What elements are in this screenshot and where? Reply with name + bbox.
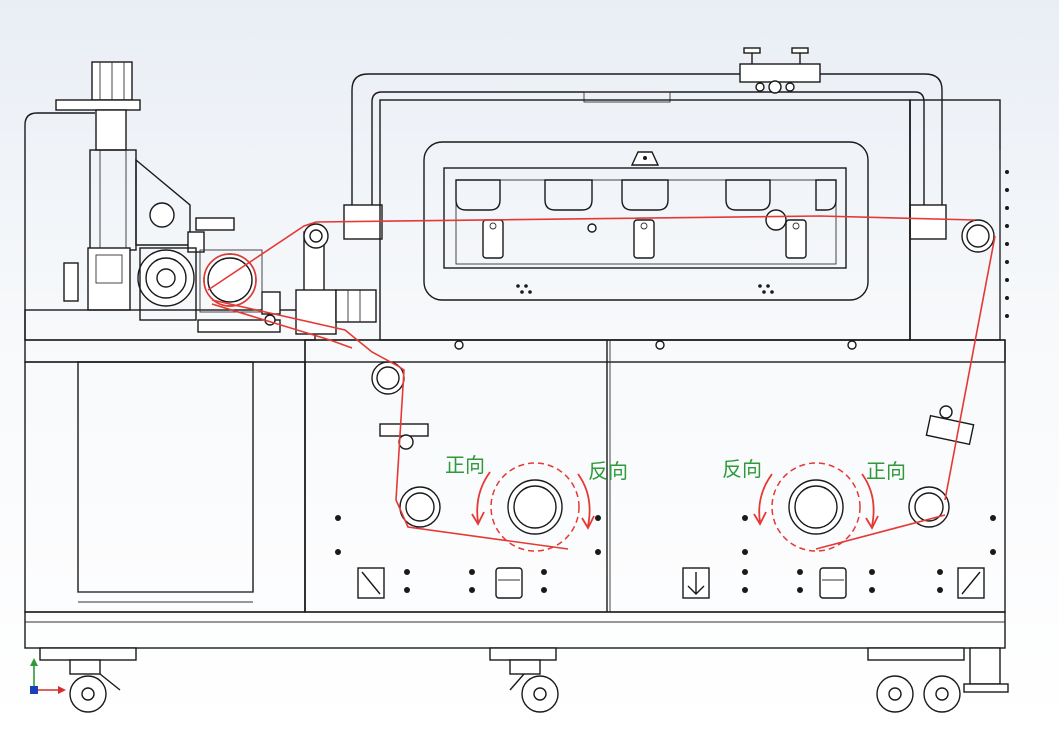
axis-triad-icon: [30, 658, 66, 694]
direction-arrows: [471, 471, 879, 530]
left-forward-label: 正向: [445, 453, 485, 477]
right-forward-label: 正向: [866, 459, 906, 483]
panel-switches: [357, 567, 985, 599]
left-head-unit: [24, 61, 316, 341]
top-valves: [583, 47, 821, 103]
winding-shafts: [490, 462, 861, 552]
material-path: [203, 215, 996, 550]
right-reverse-label: 反向: [722, 457, 762, 481]
casters: [39, 647, 1009, 713]
left-reverse-label: 反向: [588, 459, 628, 483]
viewing-window: [423, 141, 869, 301]
panel-bolts: [335, 515, 996, 593]
lower-cabinet: [24, 339, 1006, 649]
